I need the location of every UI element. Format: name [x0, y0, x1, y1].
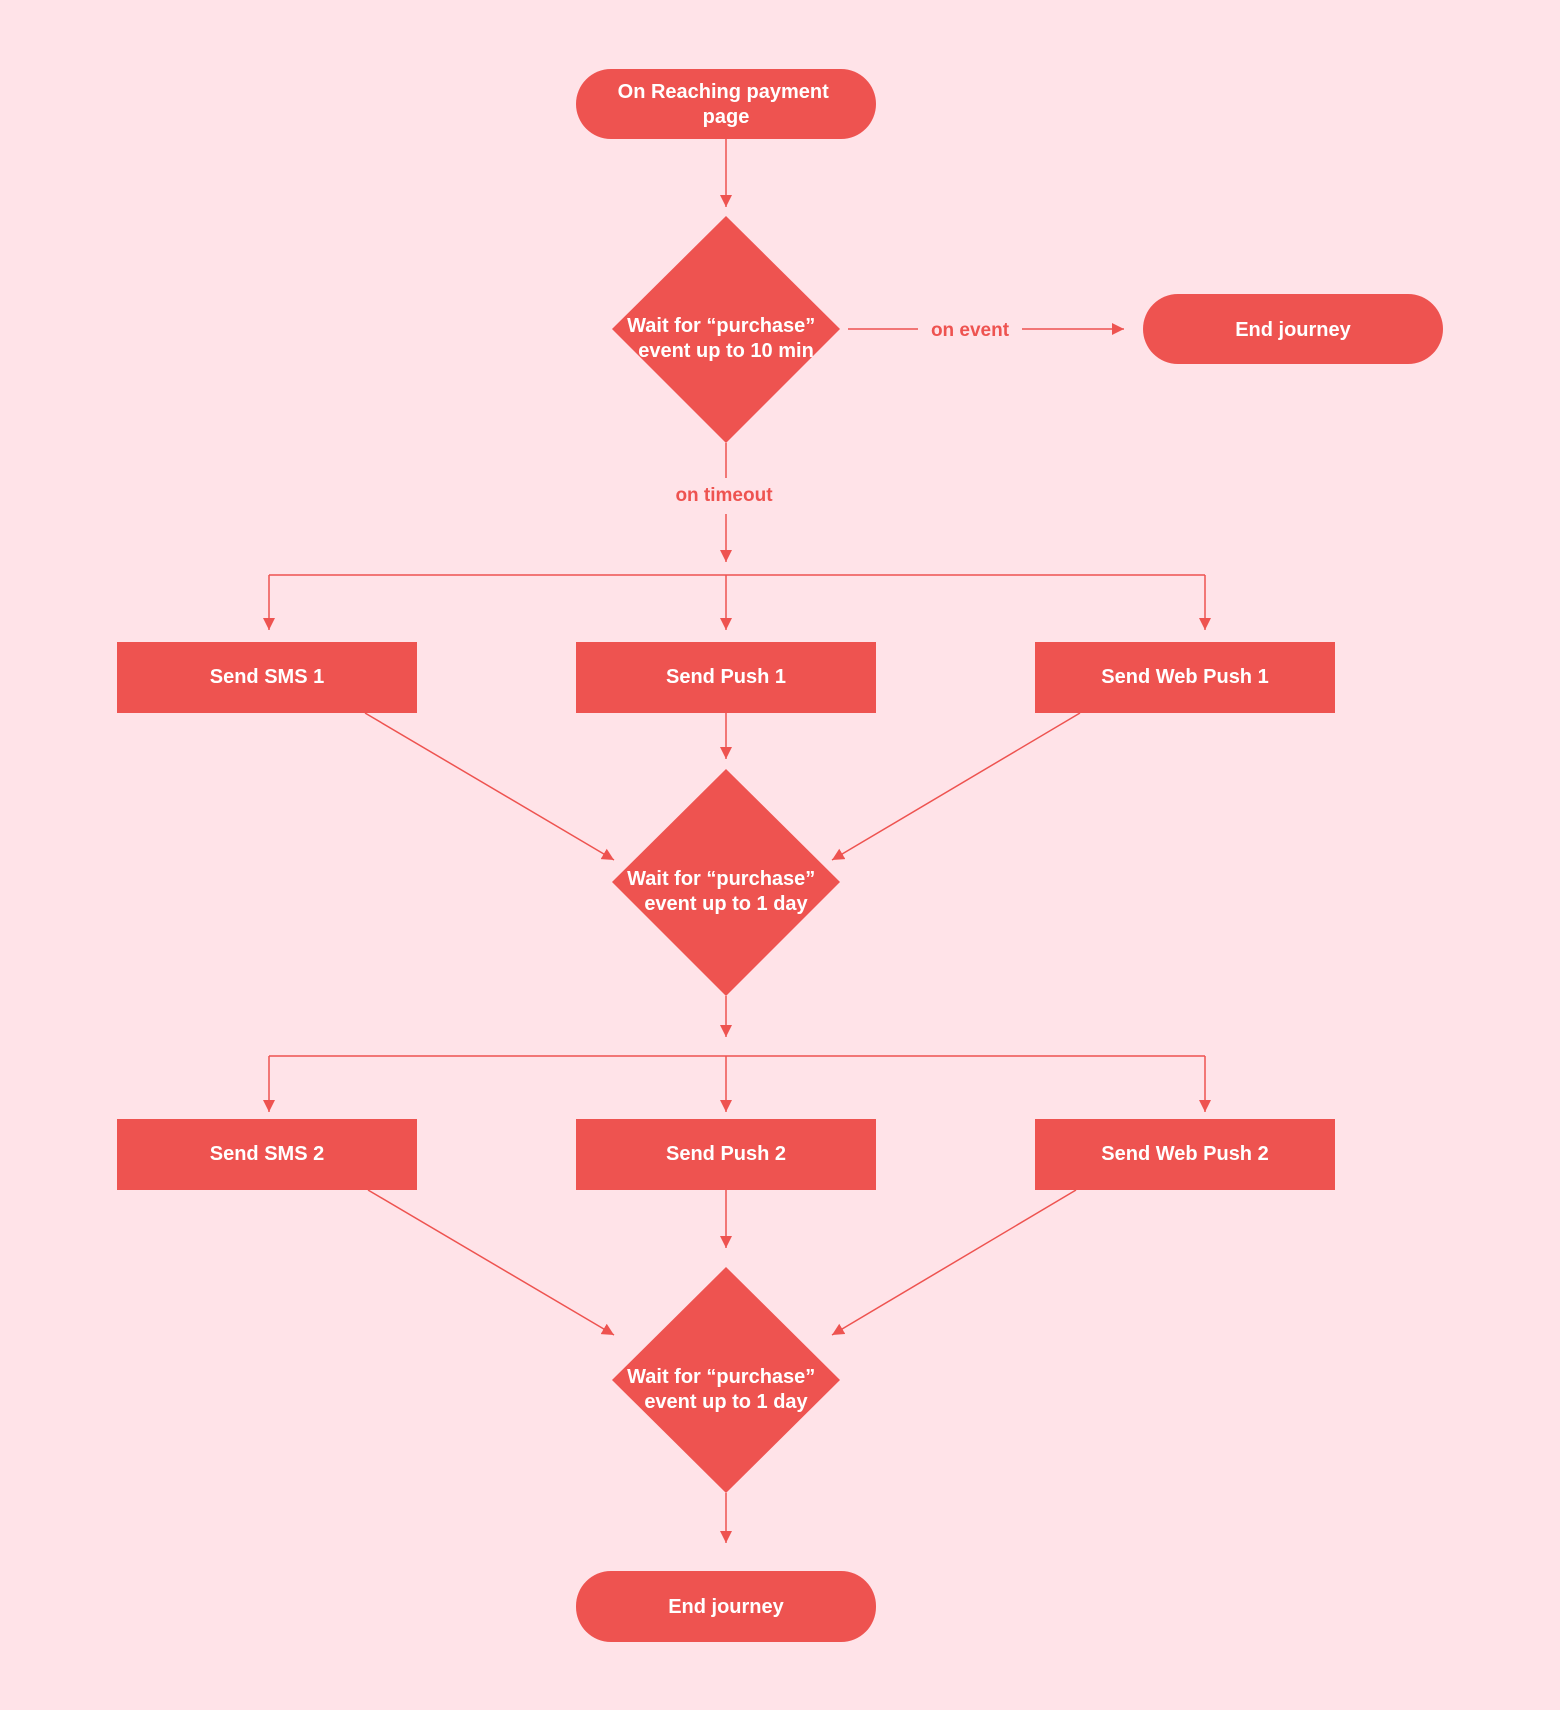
- wait-1day-decision-b-label-line1: Wait for “purchase”: [627, 1366, 815, 1388]
- send-push-2-node: Send Push 2: [576, 1119, 876, 1190]
- send-push-2-shape: [576, 1119, 876, 1190]
- start-node-label: On Reaching payment page: [618, 81, 835, 128]
- start-node: On Reaching payment page: [576, 69, 876, 139]
- wait-1day-decision-b: Wait for “purchase” event up to 1 day: [612, 1267, 840, 1493]
- send-sms-1-label: Send SMS 1: [210, 666, 324, 688]
- send-sms-2-shape: [117, 1119, 417, 1190]
- end-journey-bottom: End journey: [576, 1571, 876, 1642]
- end-journey-top: End journey: [1143, 294, 1443, 364]
- wait-1day-decision-a-label: Wait for “purchase” event up to 1 day: [627, 868, 821, 915]
- start-node-label-line2: page: [703, 106, 750, 128]
- start-node-label-line1: On Reaching payment: [618, 81, 829, 103]
- end-journey-top-label: End journey: [1235, 319, 1351, 341]
- send-web-push-1-label: Send Web Push 1: [1101, 666, 1268, 688]
- send-push-1-shape: [576, 642, 876, 713]
- edge-sms1-to-wait-a: [364, 712, 615, 861]
- send-push-1-node: Send Push 1: [576, 642, 876, 713]
- end-journey-top-shape: [1143, 294, 1443, 364]
- wait-1day-decision-a: Wait for “purchase” event up to 1 day: [612, 769, 840, 996]
- wait-1day-decision-b-shape: [612, 1267, 840, 1493]
- send-sms-2-node: Send SMS 2: [117, 1119, 417, 1190]
- start-node-shape: [576, 69, 876, 139]
- edge-sms2-to-wait-b: [367, 1189, 615, 1336]
- wait-10min-decision-label: Wait for “purchase” event up to 10 min: [627, 315, 821, 362]
- edge-webpush2-to-wait-b: [831, 1189, 1077, 1336]
- edges: [263, 139, 1211, 1543]
- send-web-push-1-node: Send Web Push 1: [1035, 642, 1335, 713]
- send-web-push-1-shape: [1035, 642, 1335, 713]
- send-push-1-label: Send Push 1: [666, 666, 786, 688]
- wait-1day-decision-b-label-line2: event up to 1 day: [644, 1391, 808, 1413]
- wait-10min-decision-label-line2: event up to 10 min: [638, 340, 814, 362]
- send-web-push-2-node: Send Web Push 2: [1035, 1119, 1335, 1190]
- send-push-2-label: Send Push 2: [666, 1143, 786, 1165]
- send-sms-1-shape: [117, 642, 417, 713]
- edge-webpush1-to-wait-a: [831, 712, 1081, 861]
- wait-1day-decision-b-label: Wait for “purchase” event up to 1 day: [627, 1366, 821, 1413]
- wait-1day-decision-a-label-line2: event up to 1 day: [644, 893, 808, 915]
- send-sms-1-node: Send SMS 1: [117, 642, 417, 713]
- edge-label-on-event: on event: [931, 320, 1010, 341]
- send-sms-2-label: Send SMS 2: [210, 1143, 324, 1165]
- end-journey-bottom-shape: [576, 1571, 876, 1642]
- wait-1day-decision-a-shape: [612, 769, 840, 996]
- send-web-push-2-shape: [1035, 1119, 1335, 1190]
- wait-10min-decision-shape: [612, 216, 840, 443]
- end-journey-bottom-label: End journey: [668, 1596, 784, 1618]
- wait-10min-decision: Wait for “purchase” event up to 10 min: [612, 216, 840, 443]
- wait-10min-decision-label-line1: Wait for “purchase”: [627, 315, 815, 337]
- send-web-push-2-label: Send Web Push 2: [1101, 1143, 1268, 1165]
- wait-1day-decision-a-label-line1: Wait for “purchase”: [627, 868, 815, 890]
- edge-label-on-timeout: on timeout: [675, 485, 773, 506]
